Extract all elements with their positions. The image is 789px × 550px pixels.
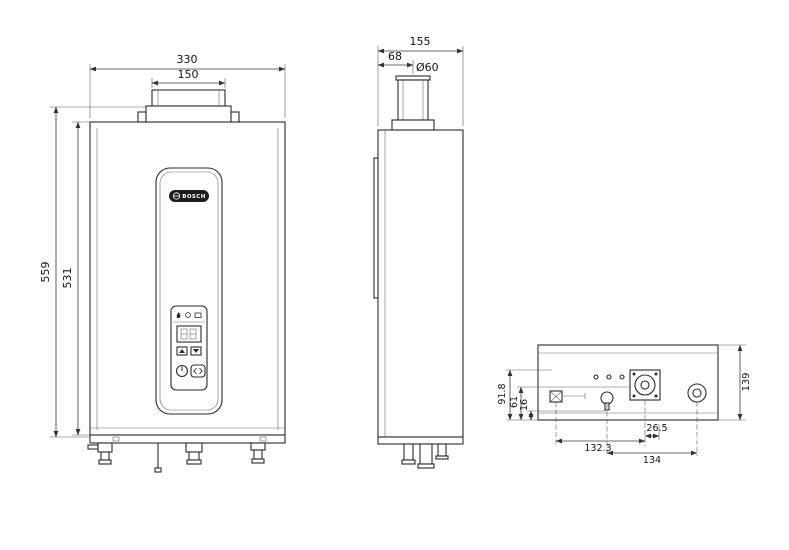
front-control-panel: BOSCH	[155, 167, 223, 415]
dim-front-flue-width: 150	[178, 68, 199, 81]
bottom-screw-hole	[606, 374, 612, 380]
front-case-outline	[89, 121, 286, 436]
bottom-view: 139 91.8 61 16 26.5 132.3 134	[497, 344, 752, 466]
dim-bottom-offset-mid: 132.3	[584, 443, 611, 454]
side-case-outline	[377, 129, 464, 438]
dim-bottom-conn-height: 61	[509, 396, 520, 408]
front-bottom-connections	[87, 434, 286, 473]
side-bottom-connections	[377, 436, 464, 469]
front-view: BOSCH	[39, 53, 286, 473]
mode-button	[190, 364, 206, 378]
water-drop-icon	[185, 312, 191, 318]
dim-side-flue-offset: 68	[388, 50, 402, 63]
side-mounting-bracket	[373, 157, 379, 299]
bottom-dimensions: 139 91.8 61 16 26.5 132.3 134	[497, 344, 752, 466]
arrow-down-icon	[193, 349, 199, 353]
bottom-flue-flange	[629, 369, 661, 401]
dim-bottom-offset-wide: 134	[643, 455, 661, 466]
side-flue-pipe	[391, 75, 435, 131]
temp-down-button	[190, 346, 202, 356]
dim-front-case-height: 531	[61, 268, 74, 289]
bottom-screw-hole	[593, 374, 599, 380]
dim-side-flue-diameter: Ø60	[416, 61, 439, 74]
dim-front-overall-width: 330	[177, 53, 198, 66]
water-connection-right	[250, 442, 266, 451]
status-icons	[176, 312, 202, 318]
dim-bottom-slot-height: 16	[519, 399, 530, 411]
tap-icon	[194, 312, 202, 318]
gas-valve-body	[97, 442, 113, 453]
arrow-right-icon	[199, 367, 203, 375]
side-dimensions: 155 68 Ø60	[377, 35, 464, 126]
power-button	[175, 364, 189, 378]
side-view: 155 68 Ø60	[373, 35, 464, 469]
gas-valve-handle	[87, 444, 99, 450]
arrow-left-icon	[193, 367, 197, 375]
front-dimensions: 330 150 559 531	[39, 53, 286, 438]
temp-up-button	[176, 346, 188, 356]
water-connection-center	[185, 442, 203, 453]
bosch-logo: BOSCH	[169, 190, 209, 202]
front-control-cluster	[170, 305, 208, 391]
bosch-logo-text: BOSCH	[182, 194, 205, 200]
arrow-up-icon	[179, 349, 185, 353]
front-flue-collar	[137, 89, 240, 123]
dim-bottom-gas-height: 91.8	[497, 383, 508, 404]
dim-front-overall-height: 559	[39, 262, 52, 283]
dim-side-depth: 155	[410, 35, 431, 48]
bottom-case-outline	[537, 344, 719, 421]
dim-bottom-case-depth: 139	[741, 372, 752, 391]
dim-bottom-offset-small: 26.5	[646, 423, 667, 434]
bottom-screw-hole	[619, 374, 625, 380]
temperature-display	[176, 325, 202, 343]
flame-icon	[176, 312, 181, 318]
